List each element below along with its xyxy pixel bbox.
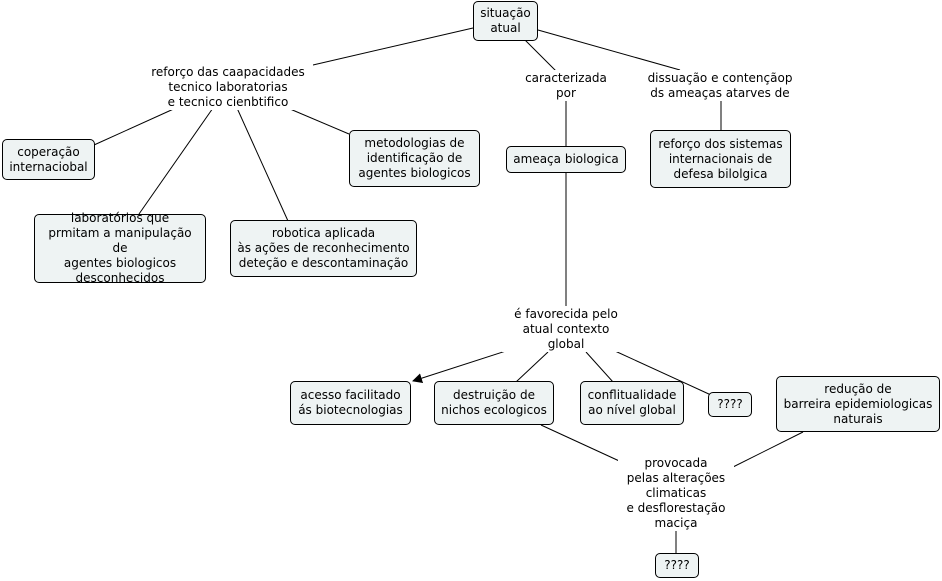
edge-situacao-to-reforco <box>299 27 474 69</box>
concept-destruicao-nichos: destruição de nichos ecologicos <box>434 381 554 425</box>
linking-favorecida: é favorecida pelo atual contexto global <box>502 306 630 352</box>
edge-situacao-to-caracterizada <box>524 39 557 72</box>
edge-favorecida-to-unknown1 <box>614 350 712 396</box>
concept-situacao-atual: situação atual <box>473 1 538 41</box>
concept-laboratorios: laboratórios que prmitam a manipulação d… <box>34 211 206 285</box>
concept-cooperacao-internacional: coperação internaciobal <box>2 139 95 180</box>
concept-metodologias: metodologias de identificação de agentes… <box>349 130 480 187</box>
linking-provocada: provocada pelas alterações climaticas e … <box>618 455 734 531</box>
edge-reducao-to-provocada <box>728 431 804 470</box>
edge-situacao-to-dissuacao <box>537 29 681 71</box>
concept-unknown-1: ???? <box>708 392 752 417</box>
concept-ameaca-biologica: ameaça biologica <box>506 146 626 173</box>
edge-reforco-to-robotica <box>236 107 289 222</box>
concept-reforco-sistemas: reforço dos sistemas internacionais de d… <box>650 130 791 188</box>
linking-dissuacao: dissuação e contençãop ds ameaças atarve… <box>640 70 800 101</box>
edge-favorecida-to-conflitualidade <box>585 351 614 383</box>
edge-favorecida-to-acesso <box>412 348 513 383</box>
edge-destruicao-to-provocada <box>540 424 629 466</box>
concept-reducao-barreira: redução de barreira epidemiologicas natu… <box>776 376 940 432</box>
edge-reforco-to-laboratorios <box>138 107 214 215</box>
concept-unknown-2: ???? <box>655 553 699 578</box>
concept-acesso-facilitado: acesso facilitado ás biotecnologias <box>290 381 411 425</box>
concept-conflitualidade: conflitualidade ao nível global <box>580 381 684 425</box>
edge-favorecida-to-destruicao <box>515 351 549 383</box>
linking-caracterizada-por: caracterizada por <box>518 70 614 101</box>
edge-reforco-to-metodologias <box>282 105 350 135</box>
concept-robotica-aplicada: robotica aplicada às ações de reconhecim… <box>230 220 417 277</box>
edge-reforco-to-cooperacao <box>93 106 179 146</box>
linking-reforco-capacidades: reforço das caapacidades tecnico laborat… <box>143 64 313 110</box>
